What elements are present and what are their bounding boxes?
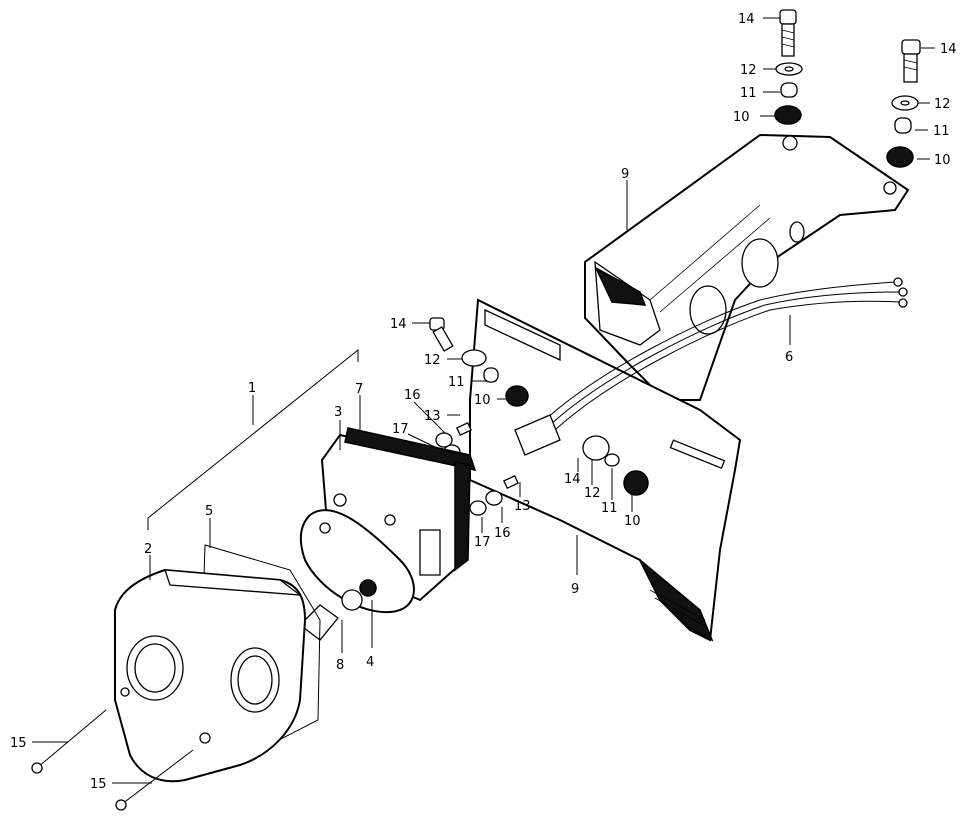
bracket-part (584, 133, 910, 401)
callout-12-lower: 12 (584, 486, 601, 501)
callout-5: 5 (205, 504, 213, 519)
callout-8: 8 (336, 658, 344, 673)
leader-lines (32, 17, 935, 784)
socket-plate (299, 509, 415, 641)
hardware-stack-right (886, 39, 921, 168)
callout-11-mid: 11 (448, 375, 465, 390)
callout-14-lower: 14 (564, 472, 581, 487)
hardware-mid (429, 317, 649, 516)
callout-4: 4 (366, 655, 374, 670)
callout-11-right: 11 (933, 124, 950, 139)
lens-cover (114, 568, 307, 783)
callout-9-top: 9 (621, 167, 629, 182)
hardware-stack-top (774, 9, 803, 125)
callout-13-lower: 13 (514, 499, 531, 514)
callout-13-mid: 13 (424, 409, 441, 424)
callout-10-top: 10 (733, 110, 750, 125)
callout-1: 1 (248, 381, 256, 396)
callout-9-bottom: 9 (571, 582, 579, 597)
callout-14-mid: 14 (390, 317, 407, 332)
callout-12-top: 12 (740, 63, 757, 78)
callout-7: 7 (355, 382, 363, 397)
assembly-bracket-line (147, 348, 359, 530)
callout-16-lower: 16 (494, 526, 511, 541)
callout-17-lower: 17 (474, 535, 491, 550)
callout-2: 2 (144, 542, 152, 557)
callout-12-mid: 12 (424, 353, 441, 368)
callout-11-top: 11 (740, 86, 757, 101)
callout-10-right: 10 (934, 153, 951, 168)
callout-17-mid: 17 (392, 422, 409, 437)
callout-11-lower: 11 (601, 501, 618, 516)
callout-6: 6 (785, 350, 793, 365)
callout-16-mid: 16 (404, 388, 421, 403)
callout-15-bottom: 15 (90, 777, 107, 792)
callout-12-right: 12 (934, 97, 951, 112)
callout-14-top: 14 (738, 12, 755, 27)
callout-3: 3 (334, 405, 342, 420)
plate-bracket (469, 298, 742, 642)
callout-14-right: 14 (940, 42, 957, 57)
callout-10-lower: 10 (624, 514, 641, 529)
callout-labels: 1 2 3 4 5 6 7 8 9 9 10 10 10 10 11 11 11… (10, 12, 957, 792)
wire-harness (514, 277, 908, 456)
long-screws (31, 709, 194, 811)
callout-15-left: 15 (10, 736, 27, 751)
callout-10-mid: 10 (474, 393, 491, 408)
